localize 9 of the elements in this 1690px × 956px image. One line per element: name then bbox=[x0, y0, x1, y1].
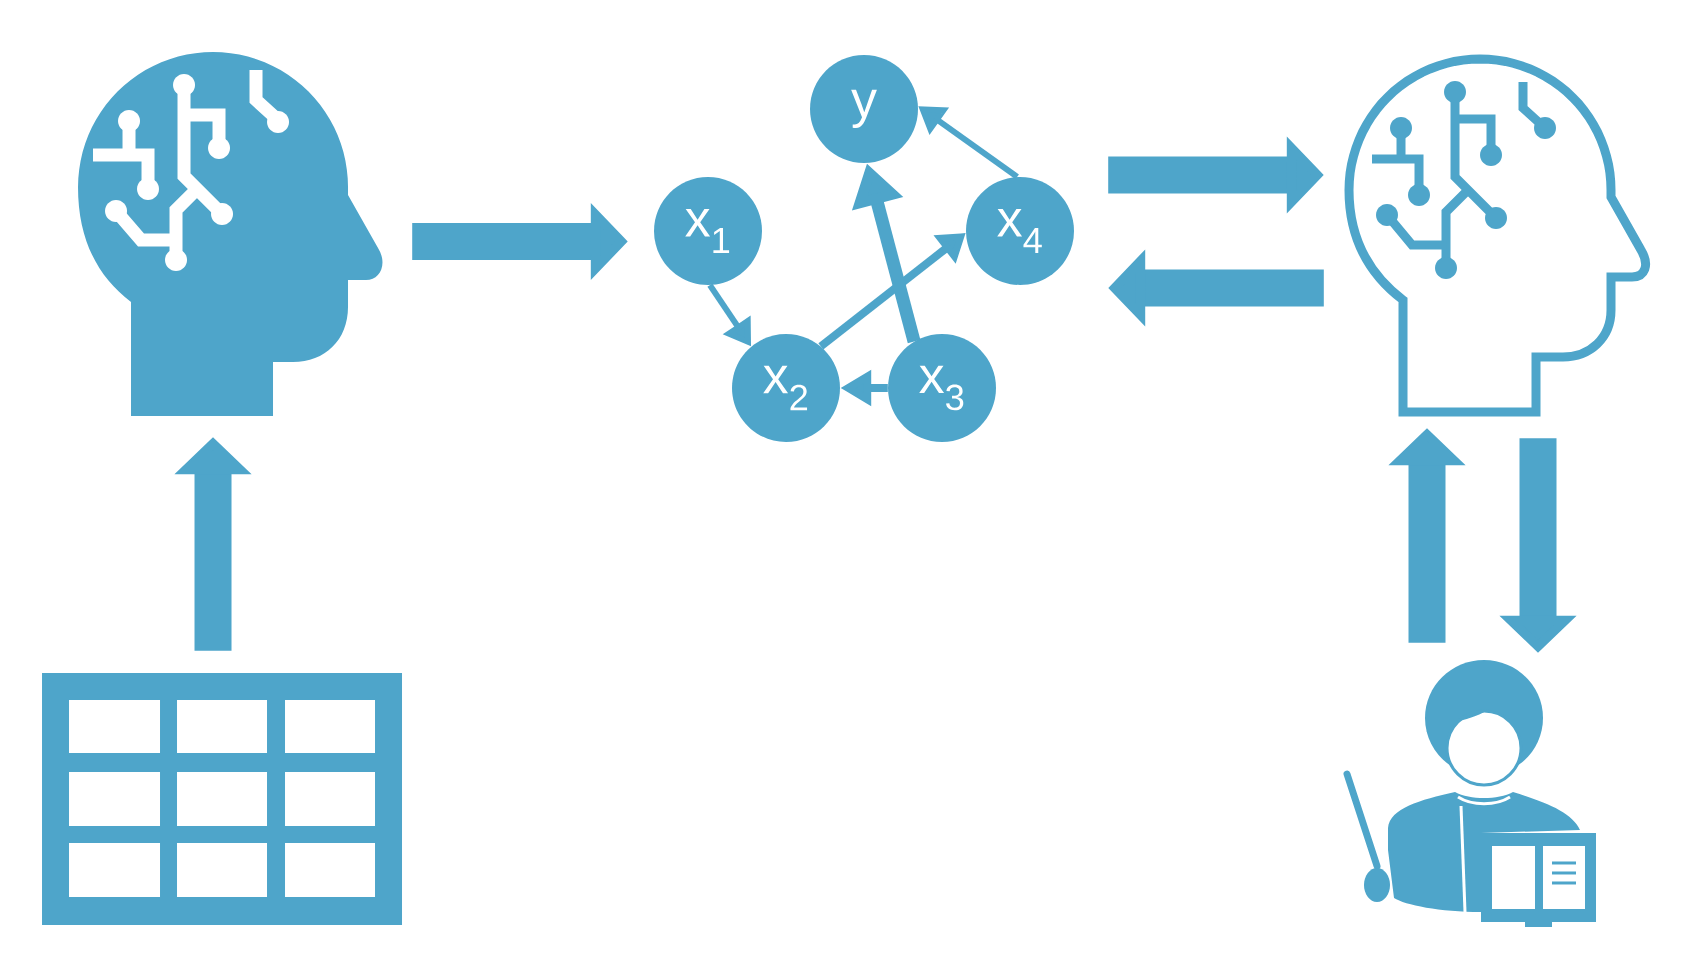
graph-node: x$_{1}$ bbox=[654, 177, 762, 285]
head-outline-icon bbox=[1344, 54, 1651, 417]
teacher-icon bbox=[1343, 660, 1596, 927]
table-icon bbox=[42, 673, 402, 925]
graph-node: x$_{3}$ bbox=[888, 334, 996, 442]
graph-node: x$_{4}$ bbox=[966, 177, 1074, 285]
head-icon bbox=[78, 52, 383, 416]
graph-node: y bbox=[810, 55, 918, 163]
graph-node: x$_{2}$ bbox=[732, 334, 840, 442]
